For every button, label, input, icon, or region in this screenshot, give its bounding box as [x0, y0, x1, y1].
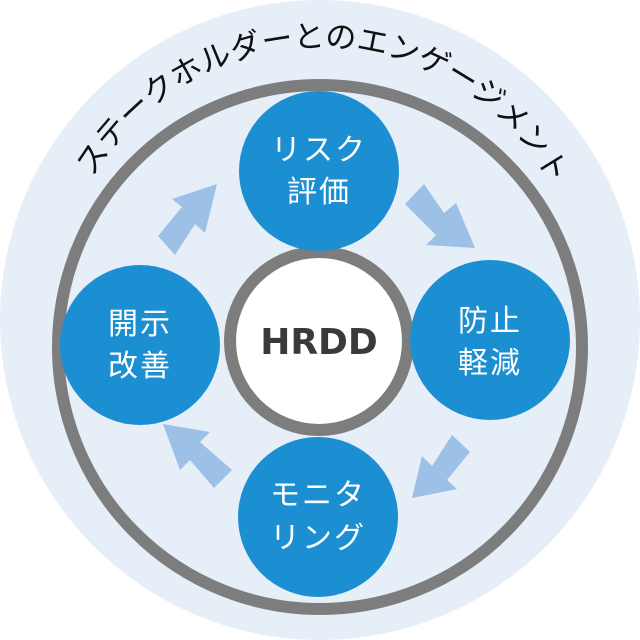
node-disclosure-improvement-line2: 改善	[108, 349, 172, 384]
node-risk-assessment	[239, 91, 399, 251]
center-label: HRDD	[260, 322, 378, 363]
node-monitoring-line1: モニタ	[270, 478, 366, 513]
center-ring	[224, 246, 414, 436]
node-prevention-mitigation	[410, 260, 570, 420]
arrow-left-to-top	[158, 184, 217, 255]
node-prevention-mitigation-line2: 軽減	[458, 346, 522, 381]
node-prevention-mitigation-line1: 防止	[458, 304, 522, 339]
node-risk-assessment-line1: リスク	[271, 133, 367, 168]
node-disclosure-improvement-line1: 開示	[108, 307, 172, 342]
arrow-top-to-right	[405, 184, 475, 248]
arrow-right-to-bottom	[412, 435, 470, 498]
node-monitoring	[238, 437, 398, 597]
node-disclosure-improvement	[60, 265, 220, 425]
arrow-bottom-to-left	[163, 424, 232, 488]
node-risk-assessment-line2: 評価	[287, 175, 351, 210]
node-monitoring-line2: リング	[270, 521, 366, 556]
outer-ring	[52, 79, 588, 615]
